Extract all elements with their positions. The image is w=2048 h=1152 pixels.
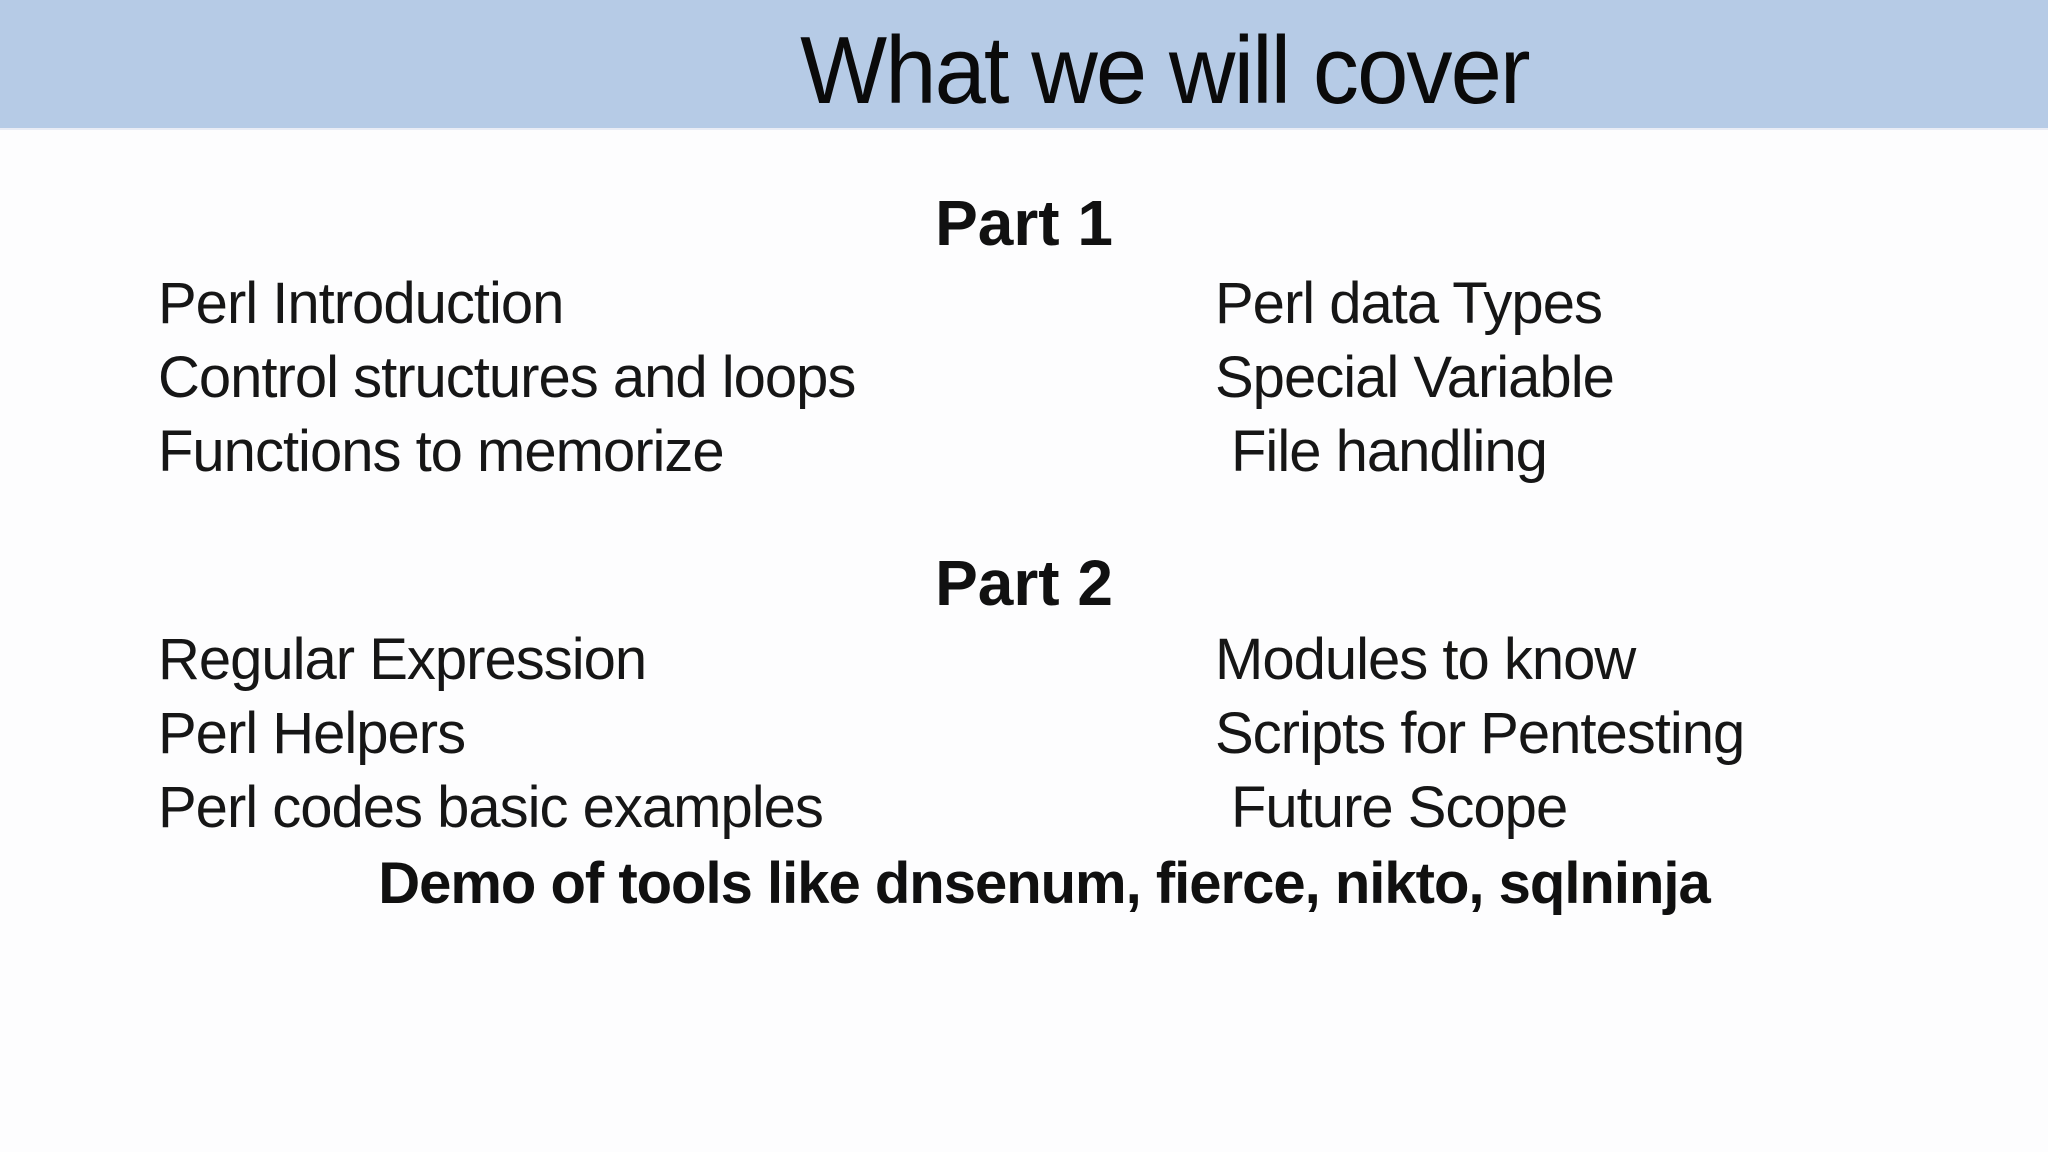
list-item: File handling: [1231, 419, 1548, 484]
list-item: Regular Expression: [158, 627, 647, 692]
list-row: Perl Introduction Perl data Types: [0, 267, 2048, 341]
list-row: Perl Helpers Scripts for Pentesting: [0, 697, 2048, 771]
demo-tools-line: Demo of tools like dnsenum, fierce, nikt…: [378, 851, 1711, 916]
list-item: Functions to memorize: [158, 419, 725, 484]
section-heading-part2: Part 2: [935, 547, 1113, 619]
list-row: Control structures and loops Special Var…: [0, 341, 2048, 415]
slide-title: What we will cover: [799, 17, 1530, 124]
list-item: Perl Helpers: [158, 701, 466, 766]
list-row: Perl codes basic examples Future Scope: [0, 771, 2048, 845]
list-item: Control structures and loops: [158, 345, 856, 410]
list-item: Future Scope: [1231, 775, 1568, 840]
list-item: Perl data Types: [1215, 271, 1603, 336]
list-item: Perl Introduction: [158, 271, 564, 336]
section-heading-part1: Part 1: [935, 187, 1113, 259]
part2-list: Regular Expression Modules to know Perl …: [0, 623, 2048, 845]
part1-list: Perl Introduction Perl data Types Contro…: [0, 267, 2048, 489]
list-row: Functions to memorize File handling: [0, 415, 2048, 489]
list-item: Special Variable: [1215, 345, 1615, 410]
list-row: Regular Expression Modules to know: [0, 623, 2048, 697]
list-item: Modules to know: [1215, 627, 1636, 692]
title-banner: What we will cover: [0, 0, 2048, 130]
list-item: Scripts for Pentesting: [1215, 701, 1745, 766]
list-item: Perl codes basic examples: [158, 775, 824, 840]
